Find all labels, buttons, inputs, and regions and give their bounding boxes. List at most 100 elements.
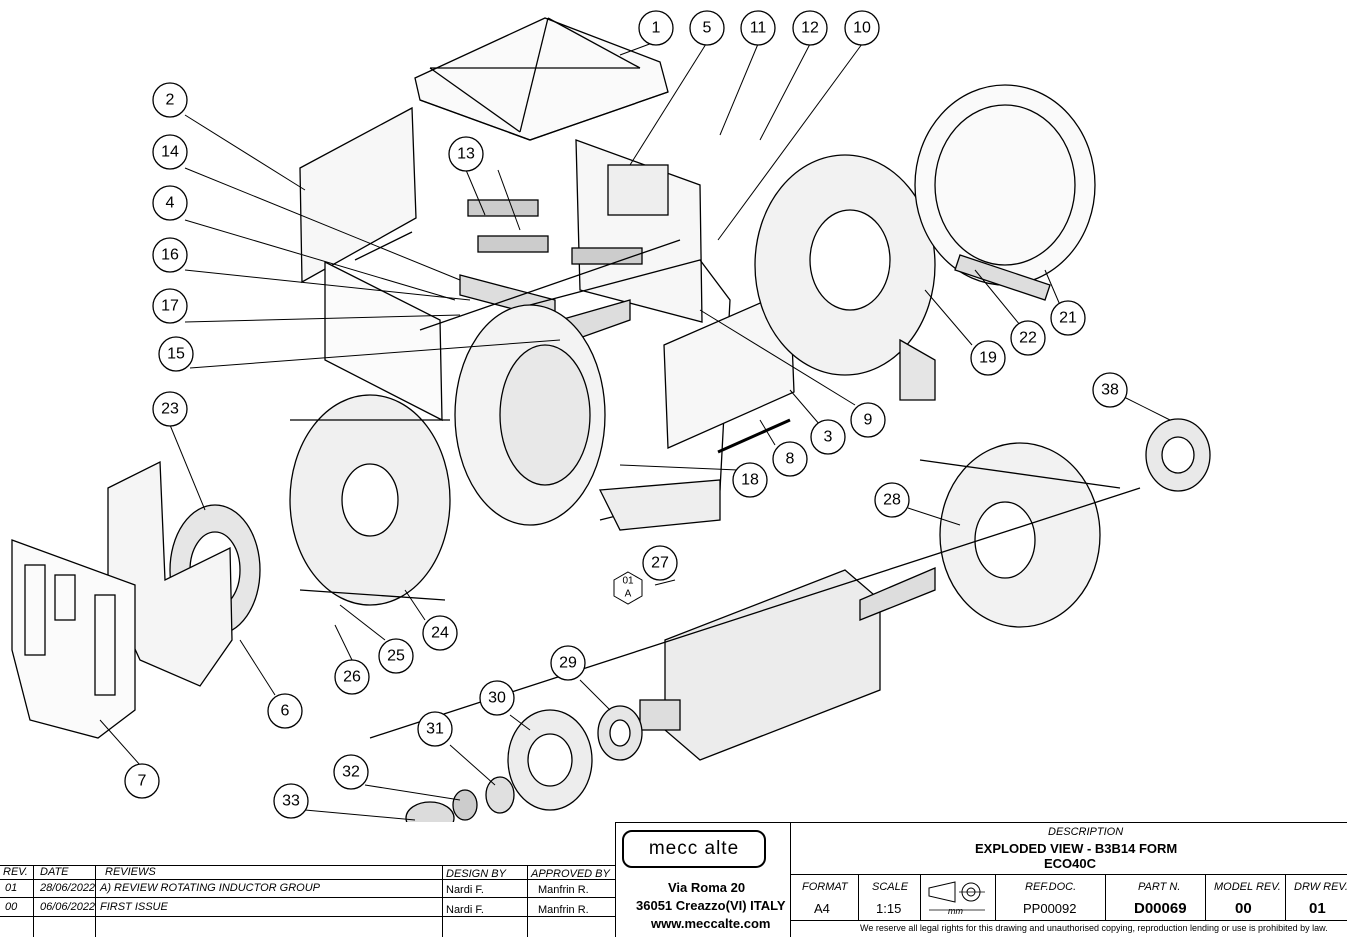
- callout-label-7: 7: [138, 773, 147, 790]
- callout-label-21: 21: [1059, 310, 1077, 327]
- callout-label-18: 18: [741, 472, 759, 489]
- callout-label-1: 1: [652, 20, 661, 37]
- front-bracket: [754, 154, 936, 401]
- rights-notice: We reserve all legal rights for this dra…: [860, 923, 1328, 933]
- callout-circle-7: [124, 763, 160, 799]
- callout-label-26: 26: [343, 669, 361, 686]
- drw-rev-label: DRW REV.: [1294, 881, 1347, 893]
- callout-circle-28: [874, 482, 910, 518]
- rev-header: REV.: [3, 866, 28, 878]
- callout-label-31: 31: [426, 721, 444, 738]
- callout-label-23: 23: [161, 401, 179, 418]
- callout-label-8: 8: [786, 451, 795, 468]
- callout-circle-15: [158, 336, 194, 372]
- rev-row-0-rev: 01: [5, 882, 18, 894]
- rectifier: [452, 789, 478, 821]
- callout-circle-11: [740, 10, 776, 46]
- callout-circle-4: [152, 185, 188, 221]
- bearing-front: [597, 705, 643, 761]
- callout-circle-8: [772, 441, 808, 477]
- callout-label-11: 11: [750, 20, 767, 37]
- callout-label-13: 13: [457, 146, 475, 163]
- part-label: PART N.: [1138, 881, 1181, 893]
- callout-label-4: 4: [166, 195, 175, 212]
- part-value: D00069: [1134, 900, 1187, 917]
- callout-circle-14: [152, 134, 188, 170]
- rotor: [369, 487, 1141, 761]
- callout-label-3: 3: [824, 429, 833, 446]
- callout-circle-22: [1010, 320, 1046, 356]
- revision-marker: 01 A: [613, 571, 643, 605]
- callout-label-5: 5: [703, 20, 712, 37]
- callout-circle-38: [1092, 372, 1128, 408]
- description-label: DESCRIPTION: [1048, 826, 1124, 838]
- model-rev-label: MODEL REV.: [1214, 881, 1281, 893]
- callout-label-25: 25: [387, 648, 405, 665]
- callout-label-29: 29: [559, 655, 577, 672]
- rev-row-0-date: 28/06/2022: [40, 882, 96, 894]
- callout-circle-24: [422, 615, 458, 651]
- callout-label-30: 30: [488, 690, 506, 707]
- stator-frame: [419, 239, 731, 531]
- callout-label-14: 14: [161, 144, 179, 161]
- callout-circle-5: [689, 10, 725, 46]
- callout-circle-18: [732, 462, 768, 498]
- grill-ring: [914, 84, 1096, 301]
- rev-row-1-approved: Manfrin R.: [538, 904, 589, 916]
- side-panel-left: [299, 106, 417, 284]
- sleeve: [485, 776, 515, 814]
- callout-circle-19: [970, 340, 1006, 376]
- rev-row-0-design: Nardi F.: [446, 884, 484, 896]
- approved-by-header: APPROVED BY: [531, 868, 610, 880]
- drawing-title: EXPLODED VIEW - B3B14 FORM: [975, 841, 1178, 856]
- design-by-header: DESIGN BY: [446, 868, 506, 880]
- callout-label-28: 28: [883, 492, 901, 509]
- callout-label-19: 19: [979, 350, 997, 367]
- company-address1: Via Roma 20: [668, 880, 746, 895]
- rev-row-1-date: 06/06/2022: [40, 901, 96, 913]
- callout-circle-13: [448, 136, 484, 172]
- callout-label-17: 17: [161, 298, 179, 315]
- callout-circle-29: [550, 645, 586, 681]
- company-web: www.meccalte.com: [651, 916, 771, 931]
- callout-label-15: 15: [167, 346, 185, 363]
- revision-marker-line2: A: [625, 589, 632, 600]
- callout-label-33: 33: [282, 793, 300, 810]
- refdoc-label: REF.DOC.: [1025, 881, 1077, 893]
- drawing-model: ECO40C: [1044, 856, 1097, 871]
- callout-circle-12: [792, 10, 828, 46]
- format-value: A4: [814, 901, 830, 916]
- rev-row-1-design: Nardi F.: [446, 904, 484, 916]
- callout-label-6: 6: [281, 703, 290, 720]
- title-block: REV. DATE REVIEWS DESIGN BY APPROVED BY …: [0, 822, 1347, 937]
- callout-circle-27: [642, 545, 678, 581]
- scale-value: 1:15: [876, 901, 902, 916]
- refdoc-value: PP00092: [1023, 901, 1077, 916]
- rear-bracket: [289, 394, 451, 606]
- side-panel-right: [663, 289, 795, 454]
- projection-symbol-icon: [928, 881, 985, 911]
- callout-circle-30: [479, 680, 515, 716]
- callout-circle-21: [1050, 300, 1086, 336]
- rev-row-0-approved: Manfrin R.: [538, 884, 589, 896]
- callout-circle-33: [273, 783, 309, 819]
- top-cover: [414, 17, 669, 141]
- date-header: DATE: [40, 866, 69, 878]
- terminal-panel: [575, 139, 703, 323]
- callout-label-32: 32: [342, 764, 360, 781]
- callout-label-22: 22: [1019, 330, 1037, 347]
- company-logo: mecc alte: [622, 830, 766, 868]
- callout-label-2: 2: [166, 92, 175, 109]
- callout-label-9: 9: [864, 412, 873, 429]
- callout-circle-31: [417, 711, 453, 747]
- drw-rev-value: 01: [1309, 900, 1326, 917]
- bearing-rear: [1145, 418, 1211, 492]
- unit-label: mm: [948, 906, 963, 916]
- callout-label-38: 38: [1101, 382, 1119, 399]
- rev-row-0-review: A) REVIEW ROTATING INDUCTOR GROUP: [100, 882, 321, 894]
- fan: [919, 442, 1121, 628]
- callout-circle-23: [152, 391, 188, 427]
- exploded-view-drawing: 01 A 12345678910111213141516171819212223…: [11, 10, 1211, 822]
- exciter-rotor: [507, 709, 593, 811]
